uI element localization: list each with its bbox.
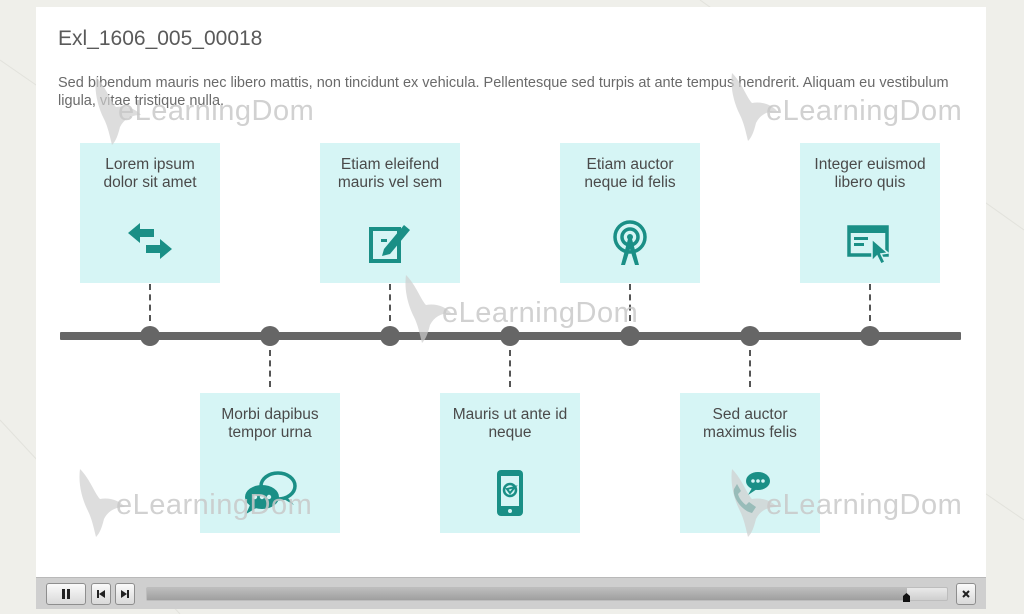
timeline-connector <box>749 350 751 387</box>
timeline-card-4[interactable]: Integer euismod libero quis <box>800 143 940 283</box>
pause-icon <box>62 589 70 599</box>
timeline-card-2[interactable]: Etiam eleifend mauris vel sem <box>320 143 460 283</box>
skip-back-icon <box>97 590 105 598</box>
progress-track[interactable] <box>146 587 948 601</box>
watermark-text: eLearningDom <box>442 297 639 329</box>
timeline-dot <box>140 326 160 346</box>
timeline-card-1[interactable]: Lorem ipsum dolor sit amet <box>80 143 220 283</box>
timeline-dot <box>260 326 280 346</box>
card-label: Mauris ut ante id neque <box>452 406 568 441</box>
smartphone-icon <box>497 470 523 516</box>
forward-button[interactable] <box>115 583 135 605</box>
timeline-connector <box>389 284 391 321</box>
rewind-button[interactable] <box>91 583 111 605</box>
close-button[interactable] <box>956 583 976 605</box>
slide-subtitle: Sed bibendum mauris nec libero mattis, n… <box>58 75 949 109</box>
card-label: Lorem ipsum dolor sit amet <box>103 156 197 191</box>
timeline-connector <box>509 350 511 387</box>
slide-canvas: Exl_1606_005_00018 Sed bibendum mauris n… <box>36 7 986 577</box>
timeline-card-3[interactable]: Etiam auctor neque id felis <box>560 143 700 283</box>
card-label: Sed auctor maximus felis <box>703 406 797 441</box>
timeline-dot <box>620 326 640 346</box>
close-icon <box>962 590 970 598</box>
progress-handle[interactable] <box>903 593 910 602</box>
timeline-dot <box>860 326 880 346</box>
chat-bubbles-icon <box>245 471 297 514</box>
skip-forward-icon <box>121 590 129 598</box>
watermark-bird-icon <box>79 469 125 537</box>
progress-fill <box>147 588 907 600</box>
timeline-dot <box>500 326 520 346</box>
slide-title: Exl_1606_005_00018 <box>58 27 263 50</box>
timeline-dot <box>380 326 400 346</box>
card-label: Morbi dapibus tempor urna <box>221 406 319 441</box>
browser-cursor-icon <box>847 225 890 266</box>
pause-button[interactable] <box>46 583 86 605</box>
card-label: Etiam auctor neque id felis <box>584 156 676 191</box>
exchange-arrows-icon <box>128 223 172 259</box>
timeline-card-6[interactable]: Mauris ut ante id neque <box>440 393 580 533</box>
card-label: Integer euismod libero quis <box>814 156 926 191</box>
timeline-connector <box>869 284 871 321</box>
card-label: Etiam eleifend mauris vel sem <box>337 156 443 191</box>
broadcast-tower-icon <box>613 220 647 265</box>
phone-chat-icon <box>733 472 770 513</box>
timeline-dot <box>740 326 760 346</box>
timeline-card-7[interactable]: Sed auctor maximus felis <box>680 393 820 533</box>
timeline-connector <box>149 284 151 321</box>
player-controls <box>36 577 986 609</box>
edit-pencil-icon <box>369 225 410 263</box>
timeline-card-5[interactable]: Morbi dapibus tempor urna <box>200 393 340 533</box>
timeline-connector <box>629 284 631 321</box>
timeline-connector <box>269 350 271 387</box>
